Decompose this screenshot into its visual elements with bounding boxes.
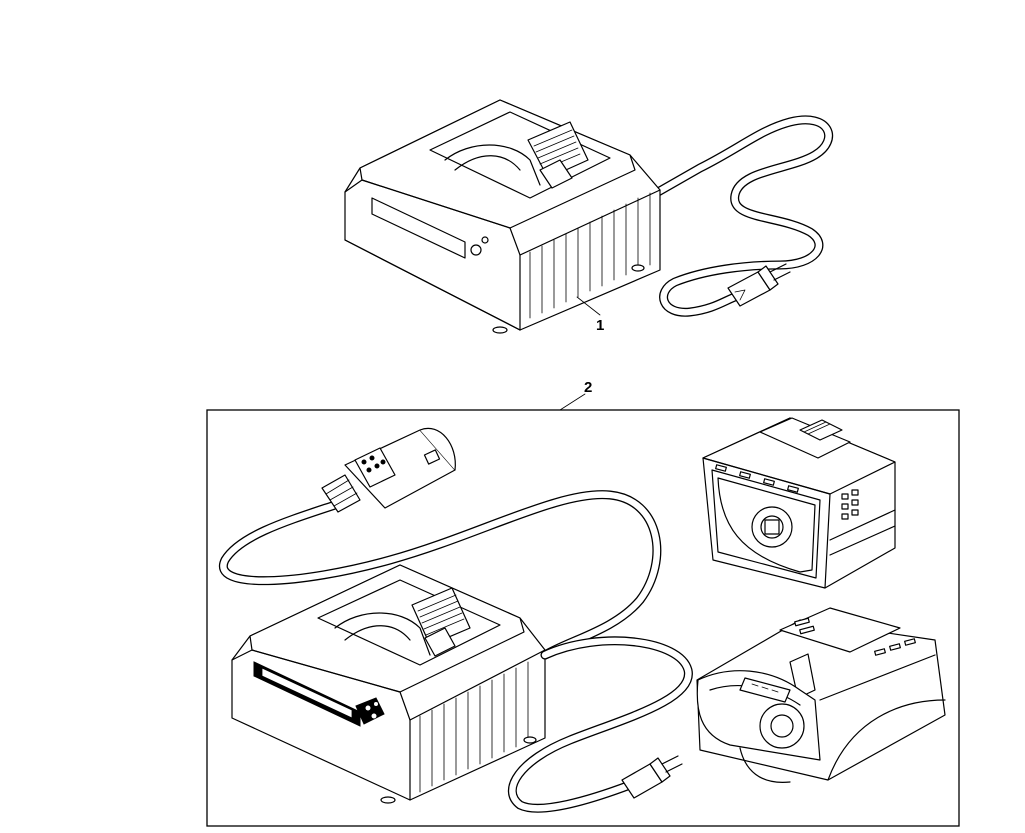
callout-2-label: 2: [584, 379, 592, 396]
battery-pack: [696, 607, 946, 783]
callout-1-label: 1: [596, 317, 604, 334]
charger-2-power-cord: [507, 636, 693, 813]
charger-1-display: [371, 197, 466, 259]
battery-adapter: [702, 417, 896, 589]
callout-2-leader: [559, 393, 586, 411]
charger-2-side-ribs: [409, 649, 546, 793]
charger-2-display: [253, 661, 361, 727]
adapter-cable: [218, 490, 662, 660]
charger-2-buttons: [355, 697, 385, 725]
charger-item-1: 1: [344, 99, 834, 334]
battery-adapter-slots: [715, 464, 859, 520]
callout-1-leader: [576, 296, 601, 316]
battery-pack-vents: [794, 617, 916, 656]
charger-1-button: [470, 236, 489, 256]
charger-2: [231, 564, 546, 804]
charger-2-contact-vent: [417, 594, 465, 636]
adapter-connector: [321, 427, 456, 513]
kit-frame: [206, 409, 960, 827]
charger-1-housing: [344, 99, 661, 334]
charger-2-plug: [621, 755, 683, 799]
kit-item-2: 2: [206, 379, 960, 827]
charger-1-plug: [727, 263, 791, 307]
charger-1-side-ribs: [519, 189, 661, 319]
charger-1-power-cord: [653, 115, 834, 317]
